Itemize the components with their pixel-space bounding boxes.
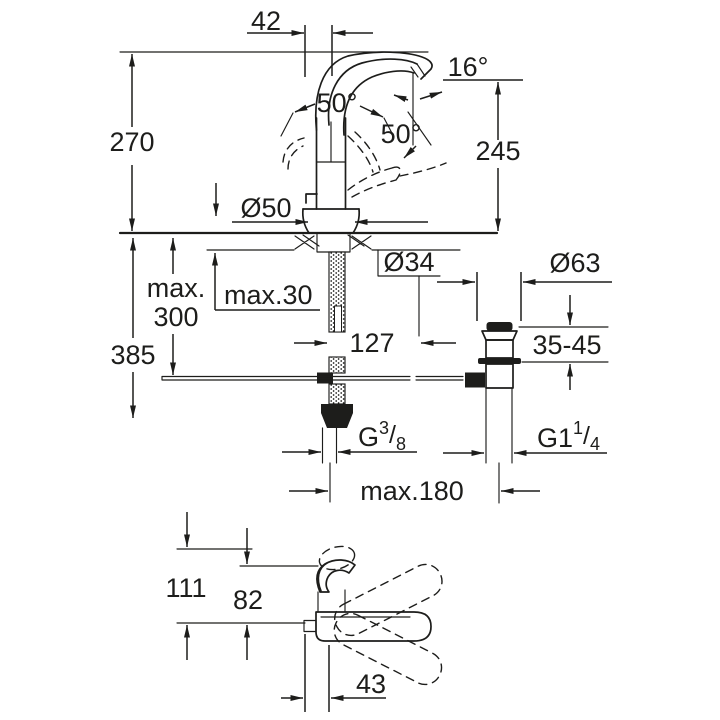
dim-max180-label: max.180 — [360, 476, 464, 506]
lever-angle-reference — [407, 111, 432, 146]
spout-top-curve — [327, 58, 418, 126]
waste-seal-ring — [478, 358, 521, 364]
dim-43-label: 43 — [356, 669, 386, 699]
dim-42: 42 — [247, 6, 373, 77]
dim-270: 270 — [109, 54, 155, 231]
threaded-shank-lower — [328, 383, 346, 405]
dim-max300: max. 300 — [147, 238, 206, 375]
faucet-top — [303, 545, 443, 686]
faucet-front — [282, 51, 447, 234]
handle-ghost-left — [282, 137, 305, 170]
dim-385-label: 385 — [110, 340, 155, 370]
handle-outer-curve — [314, 51, 433, 131]
g38-base: G — [358, 422, 379, 452]
threaded-shank-mid — [328, 356, 346, 374]
dim-111: 111 — [165, 512, 207, 660]
g114-denominator: 4 — [590, 434, 600, 454]
supply-pipe — [321, 427, 338, 464]
dim-max180: max.180 — [289, 476, 540, 506]
dim-42-label: 42 — [251, 6, 281, 36]
lever-lifted-ghost — [347, 162, 447, 198]
g114-base: G1 — [537, 423, 573, 453]
top-view: 111 82 43 — [165, 512, 443, 712]
dim-g114: G11/4 — [443, 418, 607, 456]
shank-nut — [321, 404, 353, 428]
dim-35-45-label: 35-45 — [532, 330, 601, 360]
dim-dia34: Ø34 — [377, 247, 441, 337]
g38-slash: / — [389, 421, 396, 449]
mounting-hatch — [294, 234, 372, 250]
spout-under-curve — [342, 70, 415, 136]
dim-max30-label: max.30 — [224, 280, 313, 310]
g114-numerator: 1 — [573, 418, 583, 438]
spout-nub — [303, 619, 317, 633]
dim-g38: G3/8 — [282, 418, 417, 455]
shank-slot — [334, 305, 342, 333]
base-flare — [301, 208, 361, 234]
handle-bold-edge — [317, 562, 328, 592]
mounting-nut — [316, 233, 351, 253]
popup-horizontal-rod — [161, 375, 464, 381]
waste-flange — [481, 330, 518, 341]
dim-16deg: 16° — [393, 52, 523, 146]
waste-cap — [486, 322, 513, 331]
dim-max300-word: max. — [147, 273, 206, 303]
dim-35-45: 35-45 — [532, 295, 602, 390]
dim-82-label: 82 — [233, 585, 263, 615]
front-view: 42 270 245 16° 50° — [109, 6, 612, 506]
dim-dia34-label: Ø34 — [383, 247, 434, 277]
dim-50deg-lever-label: 50° — [381, 119, 422, 149]
dim-dia63: Ø63 — [437, 248, 612, 321]
dim-127: 127 — [294, 328, 456, 358]
dim-50deg-swing-label: 50° — [317, 88, 358, 118]
handle-top-view — [316, 559, 356, 593]
waste-rod-knob — [465, 372, 485, 388]
waste-body-upper — [485, 339, 514, 359]
dim-270-label: 270 — [109, 127, 154, 157]
dim-82: 82 — [233, 528, 263, 660]
dim-dia50-label: Ø50 — [240, 193, 291, 223]
dim-385: 385 — [110, 238, 156, 418]
spout-ghost-up — [333, 563, 443, 637]
g38-numerator: 3 — [379, 418, 389, 438]
handle-tip-ghost — [318, 545, 356, 571]
handle-ghost-right — [347, 131, 381, 173]
dim-43: 43 — [281, 634, 386, 712]
dim-max30: max.30 — [212, 253, 320, 311]
popup-rod-knob — [305, 193, 318, 204]
dim-111-label: 111 — [165, 573, 206, 603]
dim-dia63-label: Ø63 — [549, 248, 600, 278]
aerator-outlet-ticks — [410, 63, 426, 78]
top-view-reference-lines — [176, 548, 319, 624]
spout-top-view — [315, 611, 432, 642]
waste-body-lower — [485, 363, 514, 389]
dim-50deg-lever: 50° — [381, 119, 422, 159]
g114-slash: / — [583, 422, 590, 450]
g38-denominator: 8 — [396, 434, 406, 454]
dim-50deg-swing: 50° — [280, 88, 395, 138]
body-top-view — [317, 589, 346, 613]
dim-245-label: 245 — [475, 136, 520, 166]
dim-g114-label: G11/4 — [537, 418, 600, 454]
rod-tee-fitting — [317, 372, 333, 384]
dim-dia50: Ø50 — [213, 183, 428, 225]
dim-245: 245 — [475, 82, 521, 231]
dim-g38-label: G3/8 — [358, 418, 406, 454]
reference-lines — [118, 51, 499, 251]
dim-max300-value: 300 — [153, 302, 198, 332]
dim-16deg-label: 16° — [448, 52, 489, 82]
waste-tailpipe — [485, 387, 513, 464]
spout-ghost-down — [333, 612, 443, 686]
popup-waste — [465, 322, 609, 504]
under-deck-mounting — [161, 233, 464, 503]
dim-127-label: 127 — [349, 328, 394, 358]
